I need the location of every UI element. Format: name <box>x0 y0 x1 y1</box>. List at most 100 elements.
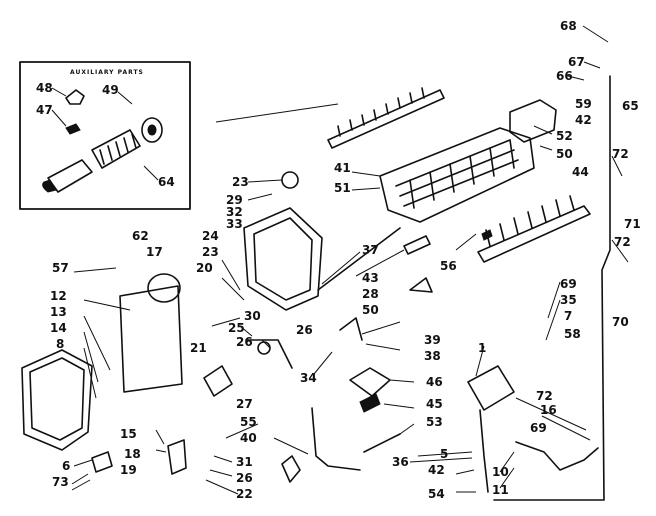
label-46: 46 <box>426 375 443 389</box>
label-54: 54 <box>428 487 445 501</box>
part-ice-mold-51 <box>379 127 535 223</box>
callout-labels: 68 67 66 59 65 42 52 50 72 44 71 72 69 3… <box>50 19 641 501</box>
part-coupling-43 <box>403 235 431 255</box>
label-20: 20 <box>196 261 213 275</box>
label-1: 1 <box>478 341 486 355</box>
part-cover-52 <box>509 99 557 143</box>
label-7: 7 <box>564 309 572 323</box>
label-67: 67 <box>568 55 585 69</box>
label-36: 36 <box>392 455 409 469</box>
label-57: 57 <box>52 261 69 275</box>
part-plate-12 <box>119 285 183 393</box>
label-50-top: 50 <box>556 147 573 161</box>
auxiliary-parts-title: AUXILIARY PARTS <box>70 69 144 76</box>
part-water-line <box>493 75 611 501</box>
label-56: 56 <box>440 259 457 273</box>
label-69-lower: 69 <box>530 421 547 435</box>
part-lever-38 <box>339 317 363 341</box>
label-26-mid: 26 <box>236 335 253 349</box>
label-27: 27 <box>236 397 253 411</box>
label-24: 24 <box>202 229 219 243</box>
label-42-top: 42 <box>575 113 592 127</box>
label-21: 21 <box>190 341 207 355</box>
part-thermostat-21 <box>203 365 233 397</box>
label-41: 41 <box>334 161 351 175</box>
label-39: 39 <box>424 333 441 347</box>
part-ejector-41 <box>327 89 445 149</box>
label-65: 65 <box>622 99 639 113</box>
label-33: 33 <box>226 217 243 231</box>
leader-lines <box>71 25 629 495</box>
part-motor-17 <box>147 273 181 303</box>
part-cam-28 <box>409 277 433 293</box>
label-48: 48 <box>36 81 53 95</box>
label-8: 8 <box>56 337 64 351</box>
label-23-top: 23 <box>232 175 249 189</box>
label-35: 35 <box>560 293 577 307</box>
label-51: 51 <box>334 181 351 195</box>
label-10: 10 <box>492 465 509 479</box>
part-clip-6 <box>91 451 113 473</box>
part-wire-30 <box>245 339 293 369</box>
part-shaft-37 <box>317 227 401 291</box>
label-15: 15 <box>120 427 137 441</box>
label-19: 19 <box>120 463 137 477</box>
label-72-lower: 72 <box>536 389 553 403</box>
label-34: 34 <box>300 371 317 385</box>
label-28: 28 <box>362 287 379 301</box>
part-housing-33 <box>243 207 323 311</box>
label-50-mid: 50 <box>362 303 379 317</box>
label-71: 71 <box>624 217 641 231</box>
label-43: 43 <box>362 271 379 285</box>
label-42-lower: 42 <box>428 463 445 477</box>
label-66: 66 <box>556 69 573 83</box>
label-62: 62 <box>132 229 149 243</box>
label-70: 70 <box>612 315 629 329</box>
label-38: 38 <box>424 349 441 363</box>
label-13: 13 <box>50 305 67 319</box>
part-screw-47 <box>65 123 81 135</box>
label-22: 22 <box>236 487 253 501</box>
label-11: 11 <box>492 483 509 497</box>
label-64: 64 <box>158 175 175 189</box>
label-31: 31 <box>236 455 253 469</box>
label-23-mid: 23 <box>202 245 219 259</box>
label-17: 17 <box>146 245 163 259</box>
part-valve-1 <box>467 365 515 411</box>
parts-art <box>21 75 611 501</box>
label-49: 49 <box>102 83 119 97</box>
part-cover-8 <box>21 349 93 451</box>
part-tube-69 <box>515 441 599 471</box>
label-12: 12 <box>50 289 67 303</box>
label-32: 32 <box>226 205 243 219</box>
label-16: 16 <box>540 403 557 417</box>
label-59: 59 <box>575 97 592 111</box>
part-wire-55 <box>311 407 361 471</box>
label-14: 14 <box>50 321 67 335</box>
label-26-upper: 26 <box>296 323 313 337</box>
label-37: 37 <box>362 243 379 257</box>
label-58: 58 <box>564 327 581 341</box>
part-clip-48 <box>65 89 85 105</box>
label-44: 44 <box>572 165 589 179</box>
label-68: 68 <box>560 19 577 33</box>
label-5: 5 <box>440 447 448 461</box>
label-47: 47 <box>36 103 53 117</box>
label-55: 55 <box>240 415 257 429</box>
label-69-right: 69 <box>560 277 577 291</box>
label-6: 6 <box>62 459 70 473</box>
part-gear-32 <box>281 171 299 189</box>
label-73: 73 <box>52 475 69 489</box>
label-72-top: 72 <box>612 147 629 161</box>
label-30: 30 <box>244 309 261 323</box>
part-stripper-44 <box>477 205 591 263</box>
label-40: 40 <box>240 431 257 445</box>
label-45: 45 <box>426 397 443 411</box>
label-52: 52 <box>556 129 573 143</box>
label-29: 29 <box>226 193 243 207</box>
part-switch-46 <box>349 367 391 397</box>
auxiliary-parts-box: AUXILIARY PARTS 48 47 49 64 <box>19 61 191 210</box>
part-heater-40 <box>281 455 301 483</box>
label-18: 18 <box>124 447 141 461</box>
label-72-mid: 72 <box>614 235 631 249</box>
